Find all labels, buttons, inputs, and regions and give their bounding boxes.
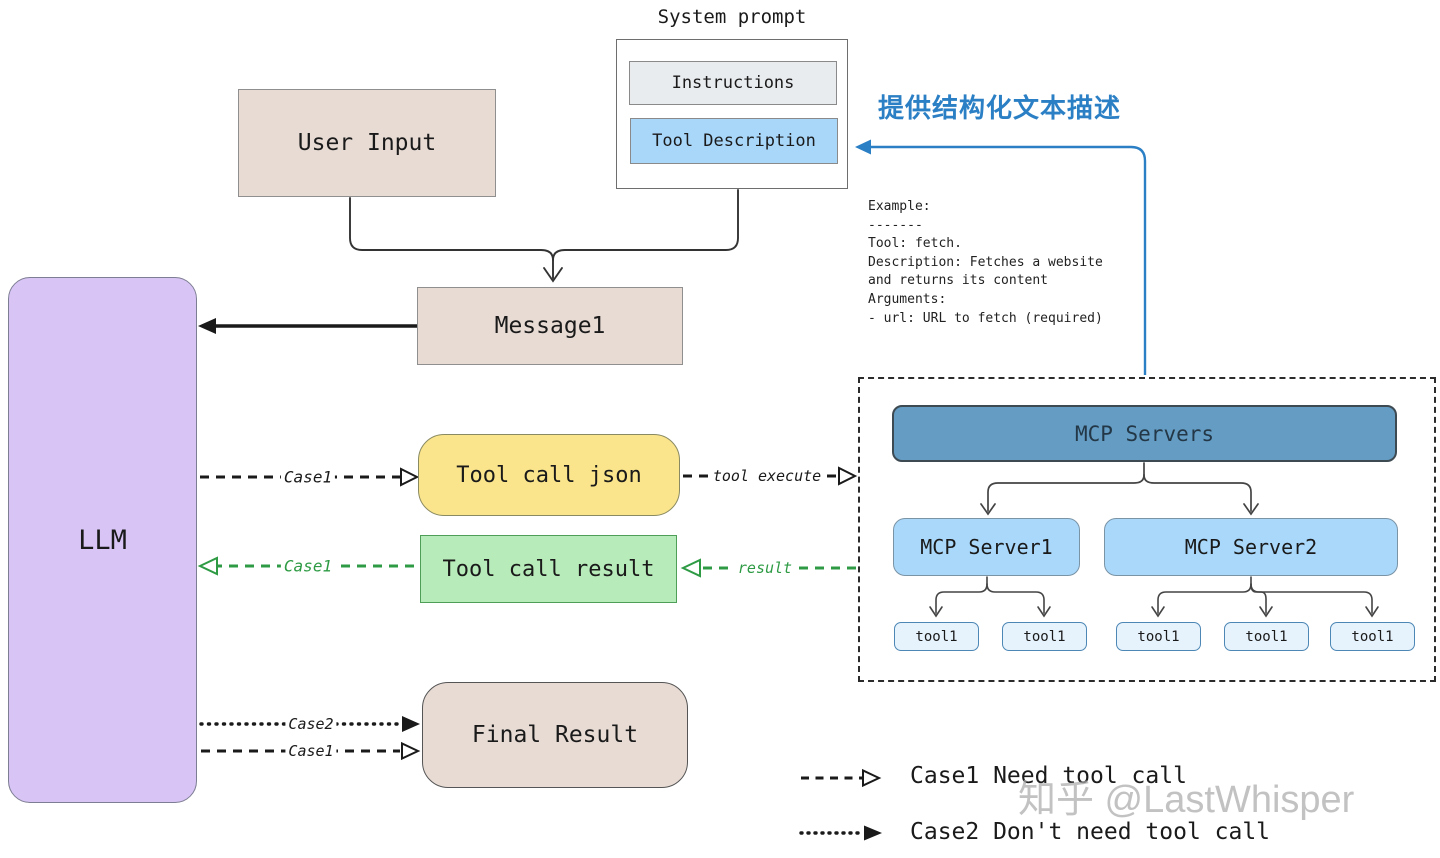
tool-example-text: Example: ------- Tool: fetch. Descriptio… [868, 199, 1103, 326]
llm-node: LLM [8, 277, 197, 803]
legend-dashed-arrow [801, 768, 882, 788]
arrow-merge-to-message1 [349, 189, 739, 283]
system-prompt-label: System prompt [657, 6, 807, 28]
edge-label-tool-execute: tool execute [709, 467, 825, 485]
tool-call-result-node: Tool call result [420, 535, 677, 603]
tool-node: tool1 [1116, 622, 1201, 651]
tool-node: tool1 [1330, 622, 1415, 651]
legend-dotted-arrow [799, 825, 882, 841]
watermark: 知乎 @LastWhisper [1018, 779, 1355, 821]
tool-node: tool1 [1002, 622, 1087, 651]
edge-label-result: result [734, 559, 796, 577]
legend-case1-text: Case1 Need tool call [910, 763, 1187, 789]
edge-label-case1-final: Case1 [285, 742, 337, 760]
edge-label-case2-final: Case2 [285, 715, 337, 733]
tool-description-node: Tool Description [630, 118, 838, 164]
mcp-servers-node: MCP Servers [892, 405, 1397, 462]
message1-node: Message1 [417, 287, 683, 365]
mcp-server2-node: MCP Server2 [1104, 518, 1398, 576]
tool-node: tool1 [894, 622, 979, 651]
edge-label-case1-result-llm: Case1 [280, 556, 336, 576]
edge-label-case1-llm-json: Case1 [280, 467, 336, 487]
tool-call-json-node: Tool call json [418, 434, 680, 516]
instructions-node: Instructions [629, 61, 837, 105]
user-input-node: User Input [238, 89, 496, 197]
tool-node: tool1 [1224, 622, 1309, 651]
arrow-message1-to-llm [198, 318, 417, 334]
mcp-server1-node: MCP Server1 [893, 518, 1080, 576]
chinese-annotation: 提供结构化文本描述 [878, 94, 1122, 124]
legend-case2-text: Case2 Don't need tool call [910, 819, 1271, 845]
mcp-servers-container [858, 377, 1436, 682]
final-result-node: Final Result [422, 682, 688, 788]
